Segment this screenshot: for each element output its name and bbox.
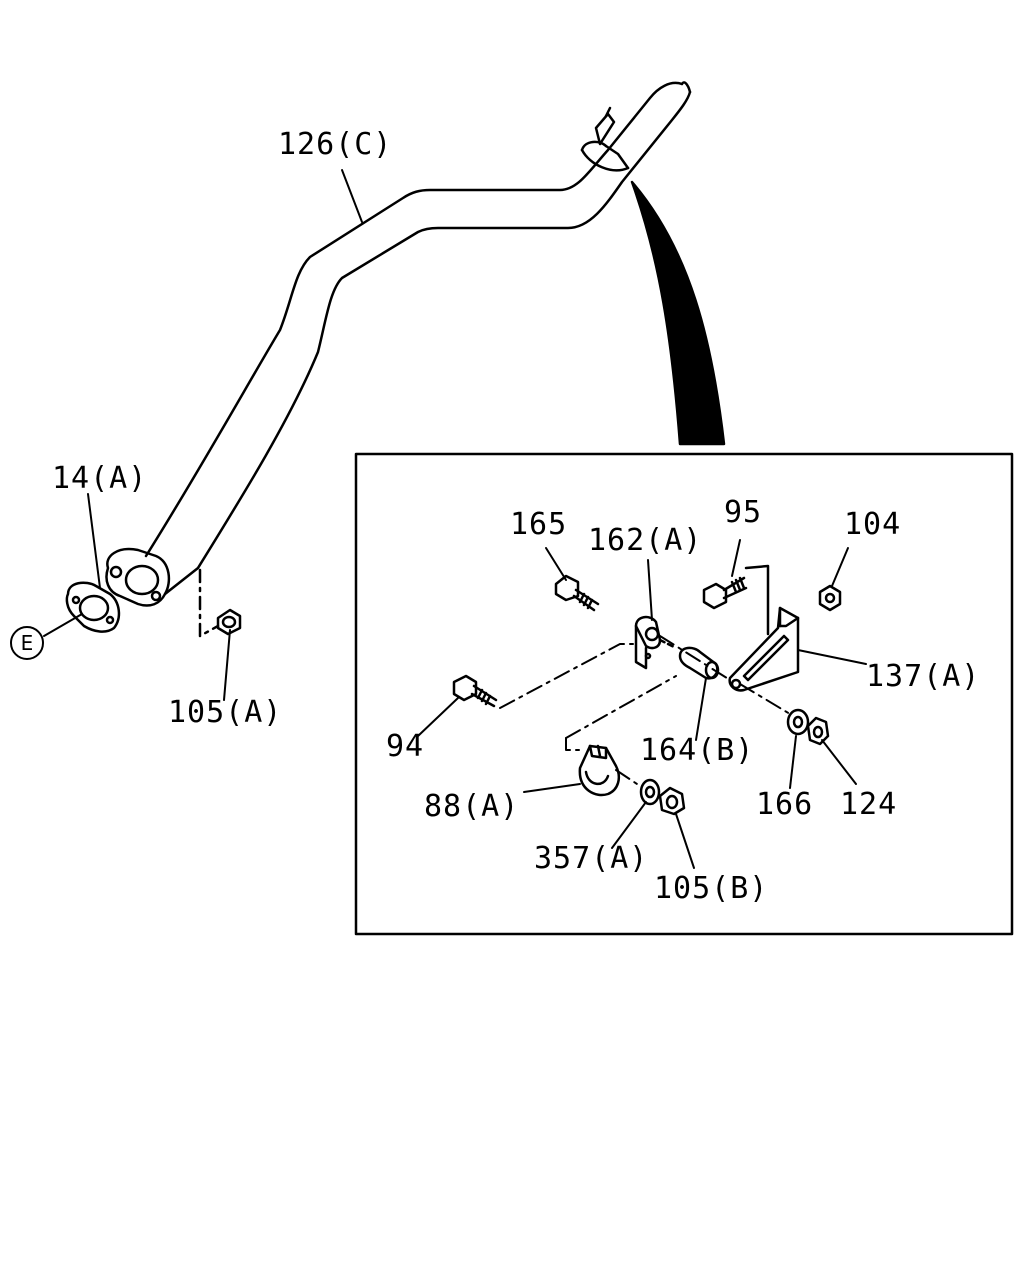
label-94: 94	[386, 729, 425, 764]
label-88a: 88(A)	[424, 789, 520, 824]
washer-166	[786, 708, 810, 736]
label-104: 104	[844, 507, 902, 542]
label-126c: 126(C)	[278, 127, 393, 162]
label-165: 165	[510, 507, 568, 542]
clamp-88a	[578, 744, 620, 797]
washer-357a	[639, 778, 661, 806]
bushing-164b	[678, 646, 720, 680]
nut-124	[806, 716, 830, 746]
exhaust-pipe	[105, 81, 692, 607]
label-164b: 164(B)	[640, 733, 755, 768]
label-124: 124	[840, 787, 898, 822]
label-95: 95	[724, 495, 763, 530]
bolt-165	[554, 574, 600, 612]
bolt-94	[452, 674, 498, 708]
label-105b: 105(B)	[654, 871, 769, 906]
nut-104	[818, 584, 842, 612]
detail-pointer	[630, 180, 726, 446]
nut-105a	[198, 568, 242, 638]
nut-105b	[658, 786, 686, 816]
label-137a: 137(A)	[866, 659, 981, 694]
detail-box	[354, 452, 1014, 936]
assembly-lines	[499, 635, 791, 787]
label-105a: 105(A)	[168, 695, 283, 730]
gasket	[65, 581, 121, 633]
bolt-95	[702, 576, 748, 610]
bracket-137a	[728, 564, 800, 692]
label-162a: 162(A)	[588, 523, 703, 558]
label-166: 166	[756, 787, 814, 822]
ref-marker-e: E	[10, 626, 44, 660]
label-14a: 14(A)	[52, 461, 148, 496]
label-357a: 357(A)	[534, 841, 649, 876]
leader-lines	[43, 169, 867, 869]
bracket-162a	[634, 615, 678, 670]
